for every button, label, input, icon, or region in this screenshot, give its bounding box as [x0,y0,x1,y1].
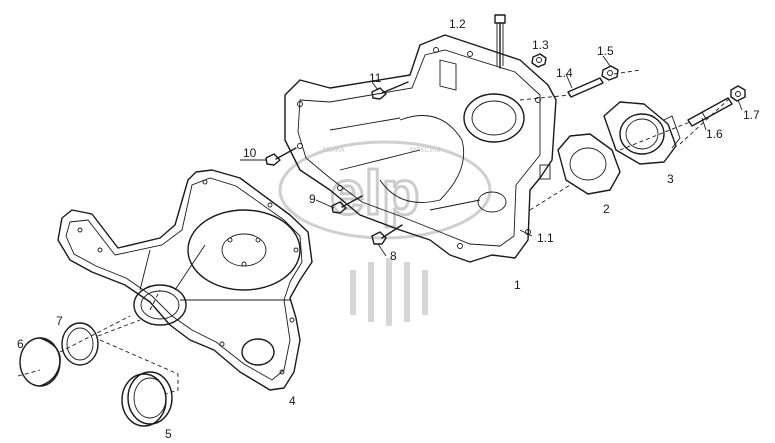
part-1-bolt-holes [297,47,541,249]
part-5-seal [121,371,173,427]
label-9: 9 [309,192,316,206]
label-1-1: 1.1 [537,231,554,245]
label-1-2: 1.2 [449,17,466,31]
part-1-2-bolt [494,14,506,69]
part-7-ring [61,322,99,366]
watermark-logo: elp АБАКА МАКСИМ [278,140,492,326]
label-1-3: 1.3 [532,38,549,52]
part-1-6-stud [687,97,733,127]
part-9-bolt [331,195,363,214]
label-1-7: 1.7 [743,108,760,122]
label-11: 11 [369,71,382,85]
part-11-bolt [371,81,409,100]
part-8-bolt [371,224,403,245]
label-2: 2 [603,202,610,216]
label-1-4: 1.4 [556,66,573,80]
label-7: 7 [56,314,63,328]
part-labels: 1.2 1.3 1.4 1.5 1.6 1.7 1.1 1 2 3 4 5 6 … [17,17,760,441]
assembly-guide-lines [17,69,731,395]
label-1: 1 [514,278,521,292]
watermark-wheat-icon [350,258,428,326]
part-2-gasket [557,133,621,195]
part-6-cover-cap [19,337,61,387]
watermark-left-text: АБАКА [322,147,345,154]
part-1-4-pin [567,77,604,98]
watermark-logo-text: elp [330,159,420,228]
label-6: 6 [17,337,24,351]
label-1-6: 1.6 [706,127,723,141]
part-3-flange [603,101,681,165]
label-10: 10 [243,146,257,160]
part-4-front-cover [57,169,313,391]
label-1-5: 1.5 [597,44,614,58]
label-leader-lines [240,55,743,257]
label-8: 8 [390,249,397,263]
part-4-bolt-holes [77,179,299,375]
part-1-gear-housing [284,34,557,263]
label-3: 3 [667,172,674,186]
label-5: 5 [165,427,172,441]
label-4: 4 [289,394,296,408]
part-1-7-nut [730,85,746,102]
part-1-3-nut [531,53,547,68]
part-10-bolt [265,147,297,166]
watermark-right-text: МАКСИМ [410,147,441,154]
part-1-5-nut [601,65,619,81]
